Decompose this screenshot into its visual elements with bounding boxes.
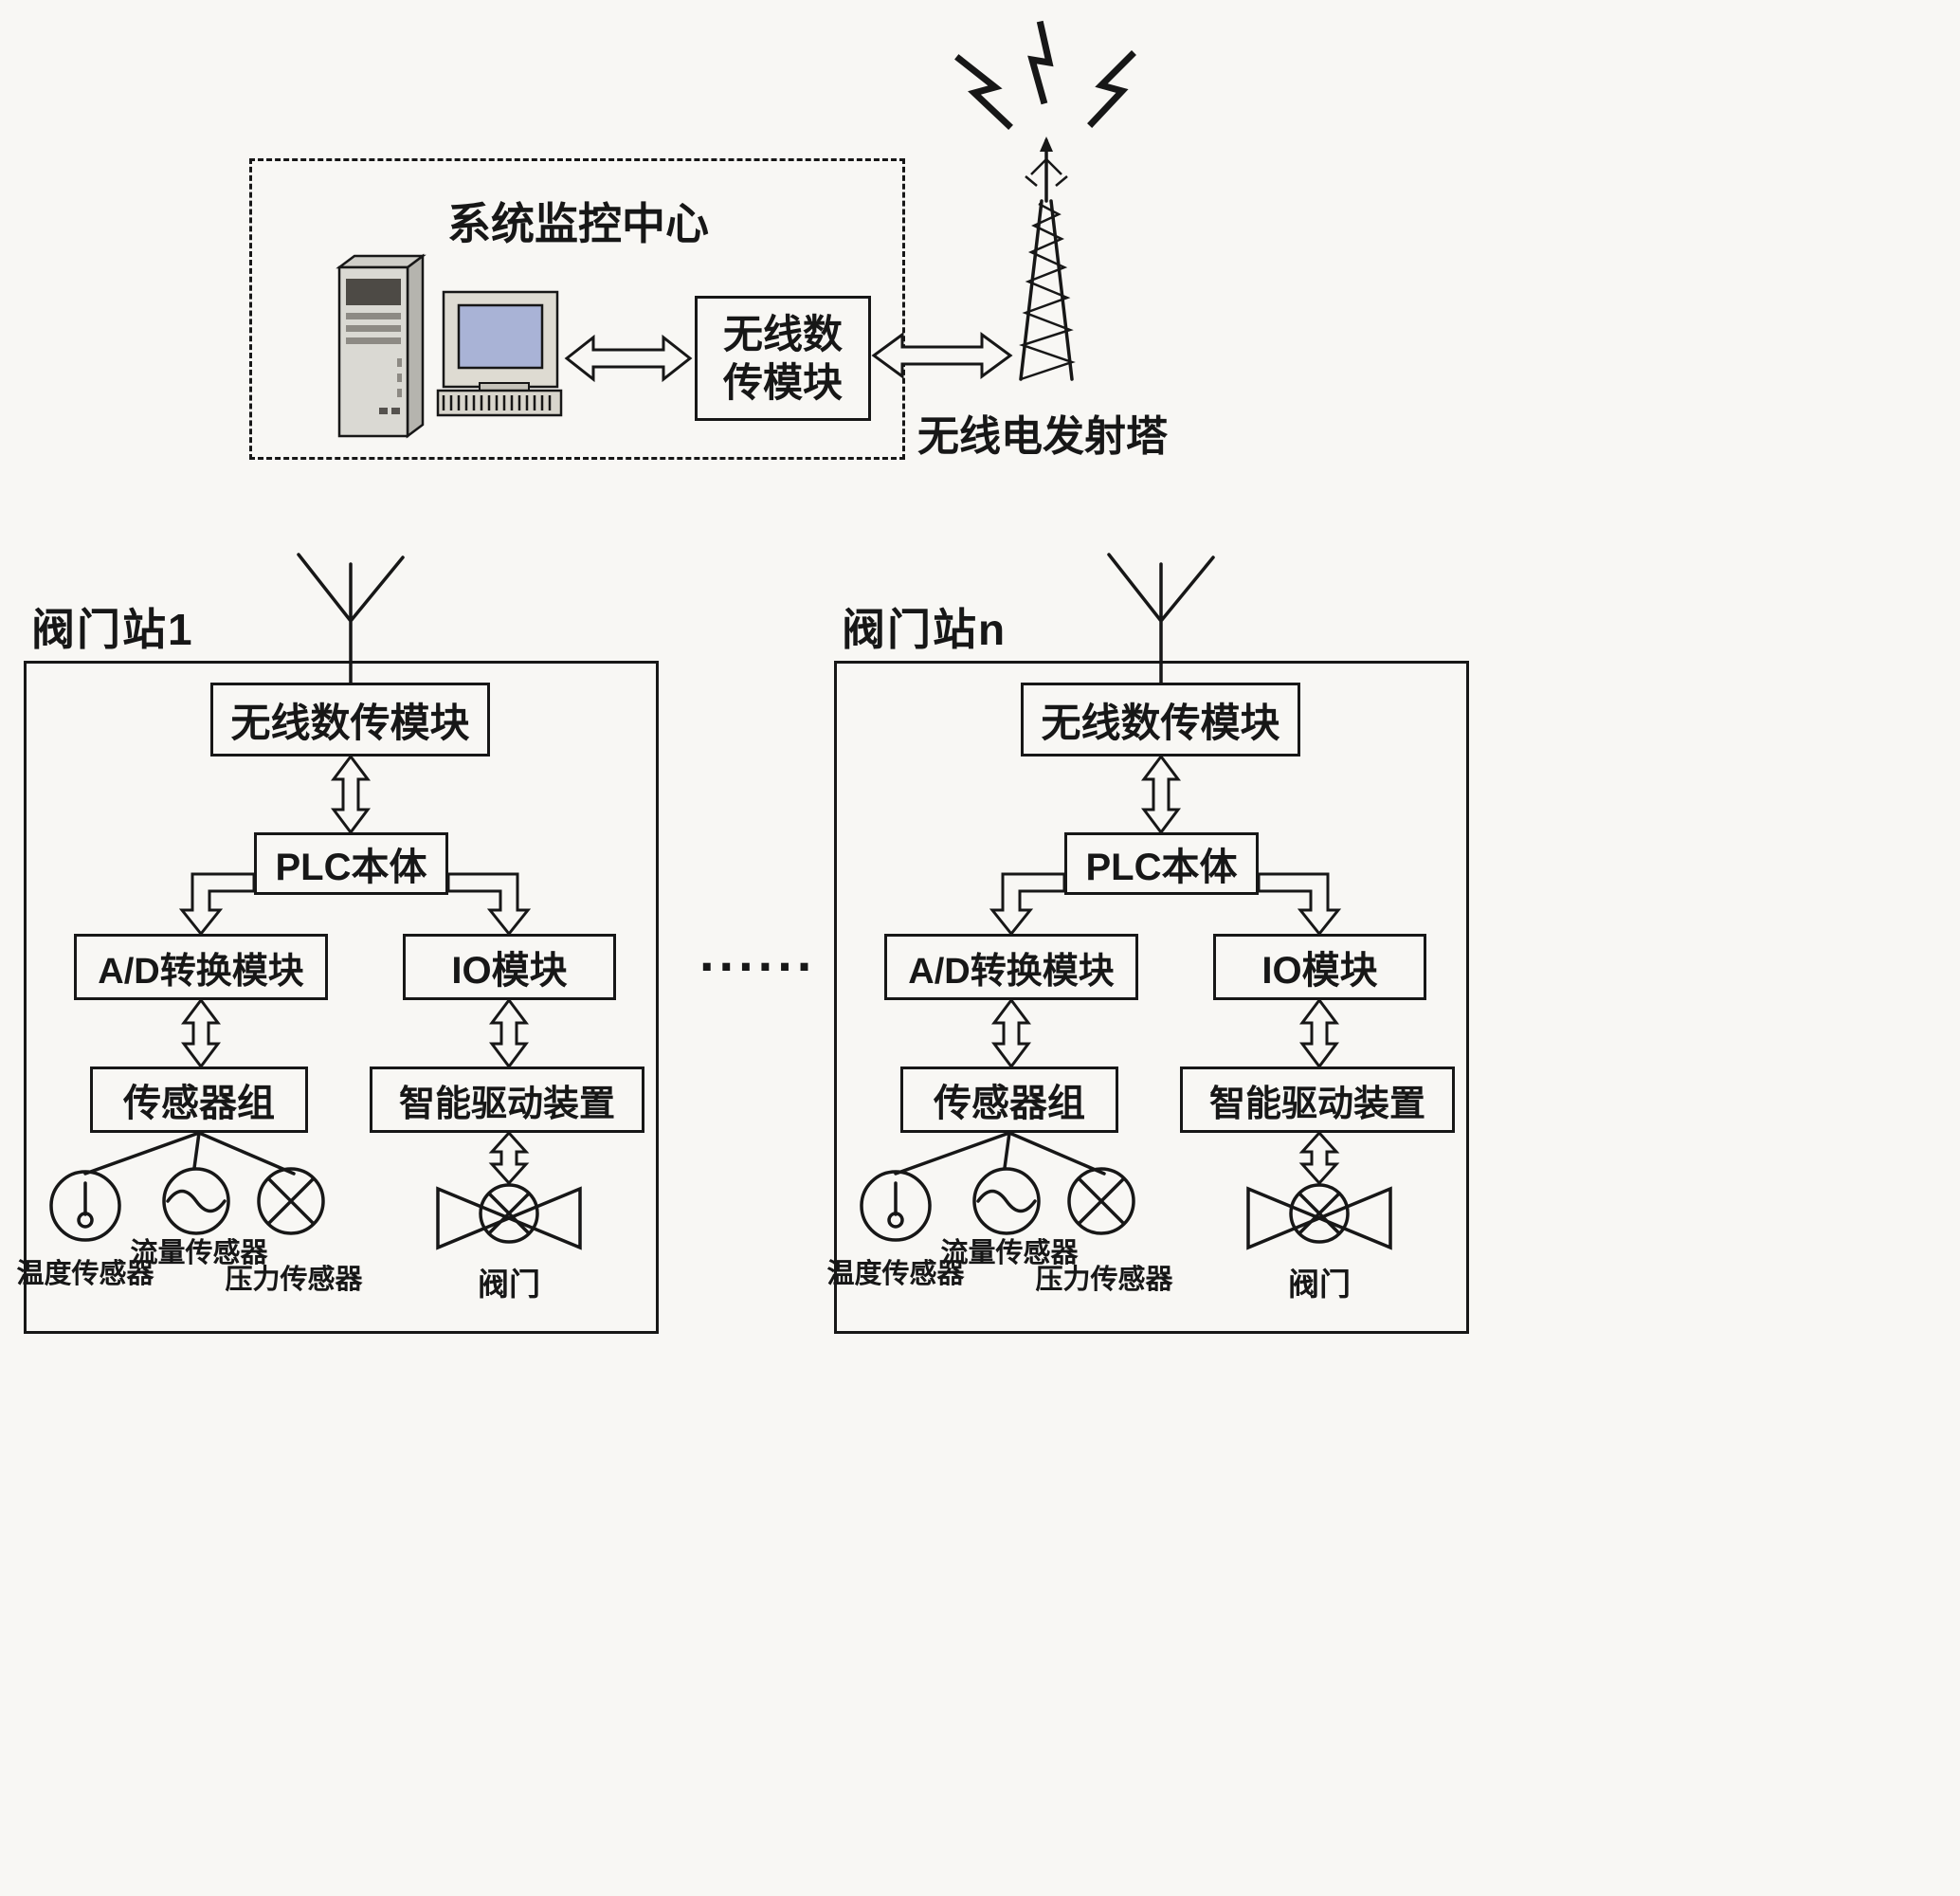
center-wireless-module-line2: 传模块 bbox=[722, 360, 843, 405]
center-wireless-module-box: 无线数 传模块 bbox=[695, 296, 871, 421]
drive-device-label: 智能驱动装置 bbox=[398, 1084, 615, 1124]
pressure-sensor-label: 压力传感器 bbox=[1035, 1265, 1173, 1295]
drive-device-label: 智能驱动装置 bbox=[1208, 1084, 1425, 1124]
flow-sensor-label: 流量传感器 bbox=[130, 1238, 268, 1268]
wireless-module-box: 无线数传模块 bbox=[1021, 683, 1300, 757]
plc-label: PLC本体 bbox=[1085, 847, 1238, 888]
ad-module-label: A/D转换模块 bbox=[98, 951, 304, 992]
monitoring-center-frame bbox=[249, 158, 905, 460]
wireless-module-box: 无线数传模块 bbox=[210, 683, 490, 757]
flow-sensor-label: 流量传感器 bbox=[940, 1238, 1079, 1268]
station-n-title: 阀门站n bbox=[842, 605, 1007, 654]
io-module-label: IO模块 bbox=[451, 950, 568, 992]
ad-module-box: A/D转换模块 bbox=[884, 934, 1138, 1000]
radio-tower-label: 无线电发射塔 bbox=[917, 413, 1168, 460]
valve-label: 阀门 bbox=[1288, 1267, 1351, 1302]
plc-box: PLC本体 bbox=[1064, 832, 1259, 895]
plc-box: PLC本体 bbox=[254, 832, 448, 895]
valve-station-1: 阀门站1 bbox=[16, 531, 687, 1365]
stations-ellipsis: ...... bbox=[699, 922, 817, 982]
drive-device-box: 智能驱动装置 bbox=[1180, 1066, 1455, 1133]
valve-station-n: 阀门站n bbox=[826, 531, 1497, 1365]
temperature-sensor-label: 温度传感器 bbox=[16, 1259, 154, 1289]
ad-module-box: A/D转换模块 bbox=[74, 934, 328, 1000]
center-wireless-module-line1: 无线数 bbox=[722, 311, 843, 356]
ad-module-label: A/D转换模块 bbox=[908, 951, 1115, 992]
sensor-group-label: 传感器组 bbox=[934, 1083, 1085, 1124]
pressure-sensor-label: 压力传感器 bbox=[225, 1265, 363, 1295]
sensor-group-box: 传感器组 bbox=[900, 1066, 1118, 1133]
io-module-box: IO模块 bbox=[1213, 934, 1426, 1000]
temperature-sensor-label: 温度传感器 bbox=[826, 1259, 965, 1289]
plc-label: PLC本体 bbox=[275, 847, 427, 888]
wireless-module-label: 无线数传模块 bbox=[230, 700, 470, 745]
lightning-bolts-icon bbox=[954, 20, 1136, 130]
station-1-title: 阀门站1 bbox=[31, 605, 194, 654]
valve-label: 阀门 bbox=[478, 1267, 540, 1302]
sensor-group-box: 传感器组 bbox=[90, 1066, 308, 1133]
io-module-box: IO模块 bbox=[403, 934, 616, 1000]
drive-device-box: 智能驱动装置 bbox=[370, 1066, 644, 1133]
monitoring-center-title: 系统监控中心 bbox=[447, 199, 709, 248]
sensor-group-label: 传感器组 bbox=[123, 1083, 275, 1124]
radio-tower-icon bbox=[1019, 137, 1076, 381]
wireless-module-label: 无线数传模块 bbox=[1041, 700, 1280, 745]
io-module-label: IO模块 bbox=[1261, 950, 1378, 992]
